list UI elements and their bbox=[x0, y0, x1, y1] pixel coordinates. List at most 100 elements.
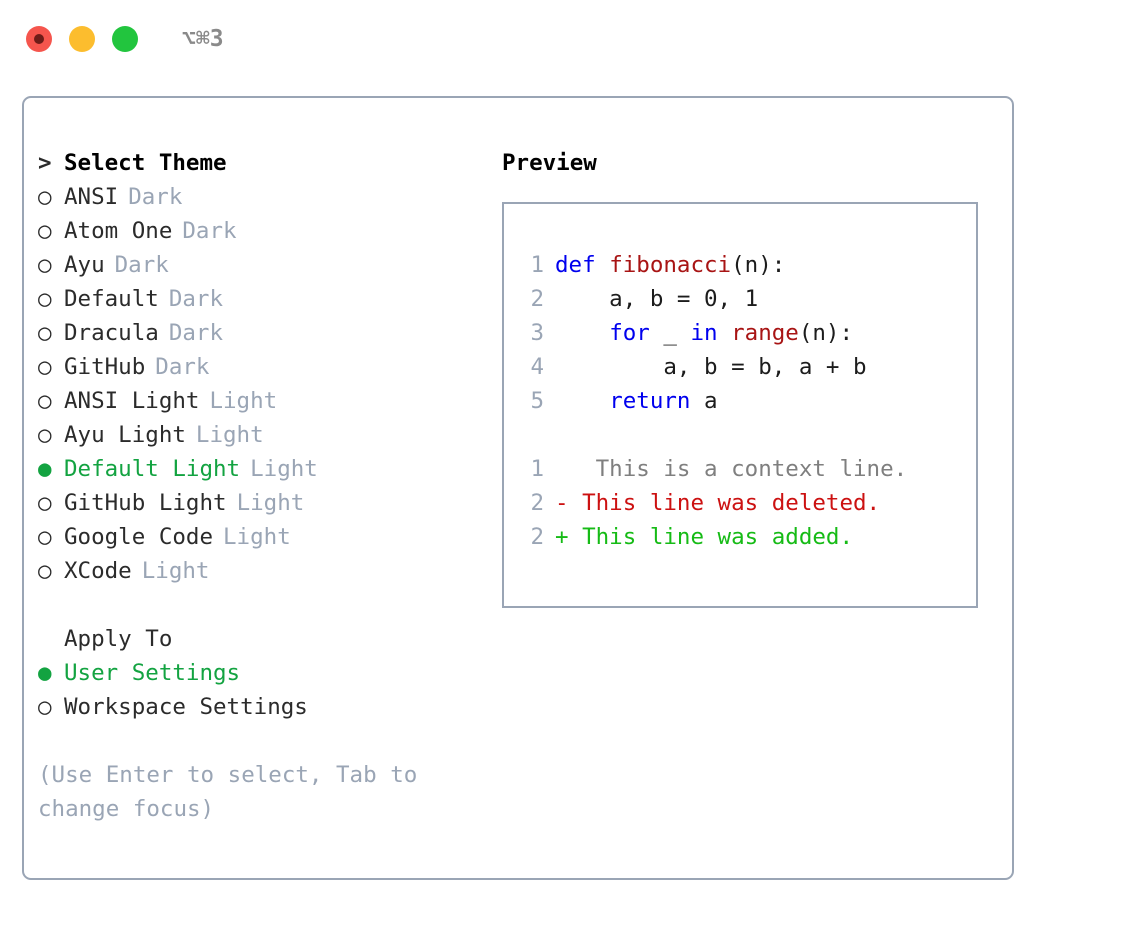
window-titlebar: ⌥⌘3 bbox=[0, 0, 1140, 78]
prompt-caret-icon: > bbox=[38, 150, 52, 176]
diff-line-number: 2 bbox=[530, 524, 544, 550]
radio-selected-icon: ● bbox=[38, 456, 52, 482]
diff-line-number: 2 bbox=[530, 490, 544, 516]
theme-variant-tag: Dark bbox=[168, 320, 224, 346]
code-line: 4 a, b = b, a + b bbox=[518, 350, 976, 384]
theme-variant-tag: Dark bbox=[155, 354, 210, 380]
code-token: return bbox=[609, 388, 691, 414]
theme-name-label: Dracula bbox=[64, 320, 159, 346]
diff-line: 2+ This line was added. bbox=[518, 520, 976, 554]
minimize-dot-icon[interactable] bbox=[69, 26, 95, 52]
code-token: for bbox=[609, 320, 650, 346]
theme-list-item[interactable]: ● Default Light Light bbox=[38, 452, 488, 486]
code-line-text: a, b = b, a + b bbox=[555, 350, 866, 384]
code-line: 1 def fibonacci(n): bbox=[518, 248, 976, 282]
keyboard-shortcut-label: ⌥⌘3 bbox=[182, 26, 224, 52]
radio-unselected-icon: ○ bbox=[38, 184, 52, 210]
theme-name-label: GitHub Light bbox=[64, 490, 227, 516]
help-hint-text: (Use Enter to select, Tab to change focu… bbox=[38, 762, 418, 822]
radio-unselected-icon: ○ bbox=[38, 388, 52, 414]
code-token: (n): bbox=[731, 252, 786, 278]
radio-unselected-icon: ○ bbox=[38, 422, 52, 448]
theme-list-item[interactable]: ○ Ayu Light Light bbox=[38, 418, 488, 452]
apply-to-header: Apply To bbox=[64, 626, 173, 652]
theme-name-label: Ayu Light bbox=[64, 422, 186, 448]
theme-variant-tag: Dark bbox=[128, 184, 183, 210]
theme-name-label: GitHub bbox=[64, 354, 146, 380]
diff-line: 1 This is a context line. bbox=[518, 452, 976, 486]
code-line-text: return a bbox=[555, 384, 718, 418]
code-line-number: 3 bbox=[530, 320, 544, 346]
radio-unselected-icon: ○ bbox=[38, 218, 52, 244]
theme-variant-tag: Dark bbox=[182, 218, 237, 244]
select-theme-header-label: Select Theme bbox=[64, 150, 227, 176]
diff-sign bbox=[555, 452, 569, 486]
code-token bbox=[555, 320, 609, 346]
code-line-number: 4 bbox=[530, 354, 544, 380]
theme-name-label: Default Light bbox=[64, 456, 241, 482]
close-dot-inner bbox=[34, 34, 44, 44]
theme-list-item[interactable]: ○ Dracula Dark bbox=[38, 316, 488, 350]
code-line: 5 return a bbox=[518, 384, 976, 418]
theme-list-item[interactable]: ○ Atom One Dark bbox=[38, 214, 488, 248]
code-line-text: for _ in range(n): bbox=[555, 316, 853, 350]
diff-line-text: This line was deleted. bbox=[568, 490, 881, 516]
code-line-number: 1 bbox=[530, 252, 544, 278]
theme-variant-tag: Light bbox=[141, 558, 210, 584]
theme-variant-tag: Light bbox=[223, 524, 291, 550]
code-token: (n): bbox=[798, 320, 854, 346]
close-dot-icon[interactable] bbox=[26, 26, 52, 52]
code-token: def bbox=[555, 252, 610, 278]
theme-list-item[interactable]: ○ GitHub Light Light bbox=[38, 486, 488, 520]
apply-to-item[interactable]: ○Workspace Settings bbox=[38, 690, 488, 724]
theme-name-label: XCode bbox=[64, 558, 132, 584]
theme-variant-tag: Dark bbox=[168, 286, 224, 312]
maximize-dot-icon[interactable] bbox=[112, 26, 138, 52]
apply-to-label: Workspace Settings bbox=[64, 694, 308, 720]
apply-to-item[interactable]: ● User Settings bbox=[38, 656, 488, 690]
apply-to-label: User Settings bbox=[64, 660, 241, 686]
theme-variant-tag: Light bbox=[195, 422, 264, 448]
radio-unselected-icon: ○ bbox=[38, 490, 52, 516]
code-line-text: def fibonacci(n): bbox=[555, 248, 785, 282]
theme-list-item[interactable]: ○ XCode Light bbox=[38, 554, 488, 588]
diff-sign: - bbox=[555, 490, 569, 516]
code-line-number: 2 bbox=[530, 286, 544, 312]
diff-sample: 1 This is a context line. 2- This line wa… bbox=[518, 452, 976, 554]
theme-name-label: Default bbox=[64, 286, 159, 312]
code-token: in bbox=[690, 320, 718, 346]
theme-list-item[interactable]: ○ ANSI Dark bbox=[38, 180, 488, 214]
theme-name-label: Ayu bbox=[64, 252, 105, 278]
radio-unselected-icon: ○ bbox=[38, 524, 52, 550]
theme-variant-tag: Light bbox=[250, 456, 318, 482]
code-token: a, b = 0, 1 bbox=[555, 286, 759, 312]
list-spacer bbox=[38, 588, 488, 622]
code-token: _ bbox=[649, 320, 691, 346]
theme-variant-tag: Light bbox=[209, 388, 278, 414]
radio-unselected-icon: ○ bbox=[38, 252, 52, 278]
theme-name-label: ANSI bbox=[64, 184, 119, 210]
code-blank-line bbox=[518, 418, 976, 452]
traffic-light-dots bbox=[26, 26, 138, 52]
theme-list-item[interactable]: ○ Google Code Light bbox=[38, 520, 488, 554]
radio-selected-icon: ● bbox=[38, 660, 52, 686]
code-token: a bbox=[690, 388, 718, 414]
code-token: fibonacci bbox=[609, 252, 732, 278]
radio-unselected-icon: ○ bbox=[38, 558, 52, 584]
apply-to-list: ● User Settings ○Workspace Settings bbox=[38, 656, 488, 724]
radio-unselected-icon: ○ bbox=[38, 320, 52, 346]
theme-name-label: Google Code bbox=[64, 524, 214, 550]
diff-line-text: This is a context line. bbox=[568, 456, 908, 482]
theme-variant-tag: Light bbox=[236, 490, 305, 516]
code-line: 2 a, b = 0, 1 bbox=[518, 282, 976, 316]
diff-line-number: 1 bbox=[530, 456, 544, 482]
theme-name-label: Atom One bbox=[64, 218, 173, 244]
